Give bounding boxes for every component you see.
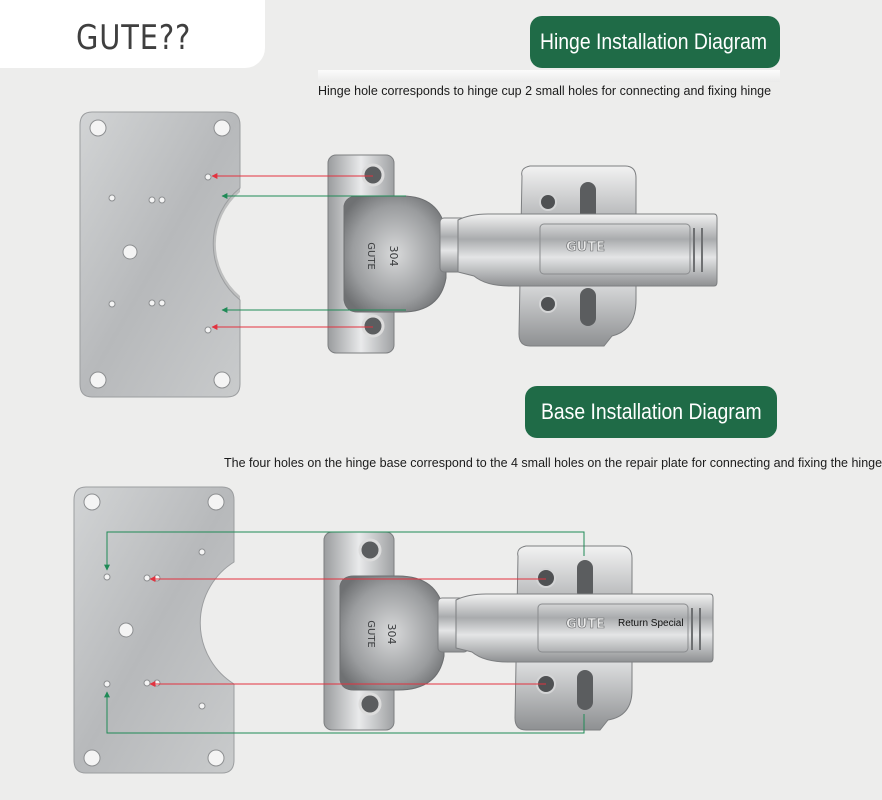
hinge-cup-number-top: 304 <box>387 246 400 267</box>
lower-slot-route-arrow <box>104 691 585 734</box>
installation-illustration: GUTE 304 GUTE <box>73 111 718 774</box>
brand-logo: GUTE?? <box>76 18 192 58</box>
repair-plate-top <box>79 111 241 398</box>
base-installation-caption: The four holes on the hinge base corresp… <box>224 456 882 470</box>
base-hole-arrows <box>104 531 585 734</box>
hinge-cup-brand-bottom: GUTE <box>365 620 376 648</box>
hinge-arm-brand-top: GUTE <box>566 240 605 255</box>
concealed-hinge-top: GUTE 304 GUTE <box>327 154 718 354</box>
repair-plate-bottom <box>73 486 235 774</box>
hinge-installation-caption: Hinge hole corresponds to hinge cup 2 sm… <box>318 84 772 98</box>
hinge-cup-number-bottom: 304 <box>385 624 398 645</box>
base-installation-banner: Base Installation Diagram <box>525 386 777 438</box>
hinge-hole-arrows <box>211 173 406 330</box>
concealed-hinge-bottom: GUTE 304 GUTE Return Special <box>323 531 714 731</box>
hinge-arm-brand-bottom: GUTE <box>566 617 605 632</box>
return-special-label: Return Special <box>618 618 684 629</box>
logo-panel: GUTE?? <box>0 0 265 68</box>
banner-shadow <box>318 70 780 82</box>
hinge-cup-brand-top: GUTE <box>365 242 376 270</box>
hinge-installation-title: Hinge Installation Diagram <box>540 29 768 54</box>
base-installation-title: Base Installation Diagram <box>541 399 762 424</box>
hinge-installation-banner: Hinge Installation Diagram <box>530 16 780 68</box>
upper-slot-route-arrow <box>104 531 585 571</box>
